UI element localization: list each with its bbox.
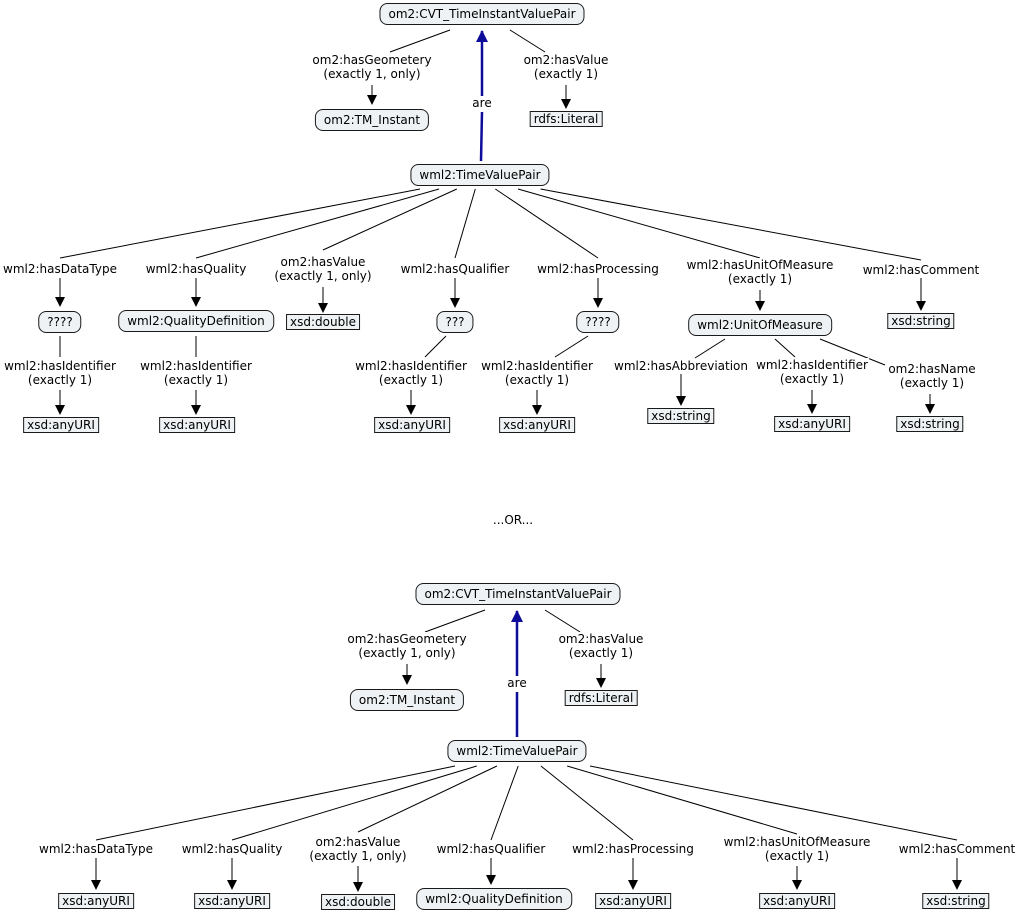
has-data-type-link-label: wml2:hasDataType <box>38 842 154 856</box>
has-identifier-link-label: wml2:hasIdentifier(exactly 1) <box>3 359 117 387</box>
xsd-any-uri-node[interactable]: xsd:anyURI <box>58 893 134 909</box>
connector-line <box>424 335 447 358</box>
has-name-link-label: om2:hasName(exactly 1) <box>887 362 977 390</box>
unit-of-measure-node[interactable]: wml2:UnitOfMeasure <box>688 314 832 336</box>
has-value-link-label: om2:hasValue(exactly 1) <box>557 632 645 660</box>
xsd-string-comment-node[interactable]: xsd:string <box>887 313 955 329</box>
connector-line <box>554 335 589 358</box>
xsd-any-uri-node[interactable]: xsd:anyURI <box>774 416 850 432</box>
unknown-processing-node[interactable]: ???? <box>576 311 620 333</box>
connector-line <box>490 765 519 841</box>
has-identifier-link-label: wml2:hasIdentifier(exactly 1) <box>139 359 253 387</box>
connector-line <box>357 765 498 833</box>
has-data-type-link-label: wml2:hasDataType <box>2 262 118 276</box>
connector-line <box>322 188 458 251</box>
connector-line <box>389 29 451 53</box>
connector-line <box>589 765 958 841</box>
connector-line <box>819 338 886 366</box>
has-qualifier-link-label: wml2:hasQualifier <box>435 842 547 856</box>
xsd-string-comment-node[interactable]: xsd:string <box>922 893 990 909</box>
has-identifier-link-label: wml2:hasIdentifier(exactly 1) <box>480 359 594 387</box>
has-identifier-link-label: wml2:hasIdentifier(exactly 1) <box>354 359 468 387</box>
has-processing-link-label: wml2:hasProcessing <box>571 842 695 856</box>
has-geometry-link-label: om2:hasGeometery(exactly 1, only) <box>311 53 433 81</box>
has-comment-link-label: wml2:hasComment <box>897 842 1017 856</box>
connector-line <box>95 765 456 841</box>
has-geometry-link-label: om2:hasGeometery(exactly 1, only) <box>346 632 468 660</box>
xsd-any-uri-node[interactable]: xsd:anyURI <box>499 417 575 433</box>
xsd-string-abbreviation-node[interactable]: xsd:string <box>647 408 715 424</box>
xsd-double-node[interactable]: xsd:double <box>321 894 395 910</box>
connector-line <box>231 765 477 841</box>
has-unit-of-measure-link-label: wml2:hasUnitOfMeasure(exactly 1) <box>722 835 872 863</box>
has-quality-link-label: wml2:hasQuality <box>180 842 284 856</box>
quality-definition-node[interactable]: wml2:QualityDefinition <box>118 310 274 332</box>
xsd-any-uri-node[interactable]: xsd:anyURI <box>374 417 450 433</box>
or-separator: ...OR... <box>492 513 534 527</box>
are-link-label: are <box>471 96 493 110</box>
tm-instant-node[interactable]: om2:TM_Instant <box>349 689 465 711</box>
quality-definition-node[interactable]: wml2:QualityDefinition <box>416 888 572 910</box>
has-processing-link-label: wml2:hasProcessing <box>536 262 660 276</box>
xsd-any-uri-node[interactable]: xsd:anyURI <box>759 893 835 909</box>
connector-line <box>424 609 486 633</box>
xsd-any-uri-node[interactable]: xsd:anyURI <box>595 893 671 909</box>
xsd-any-uri-node[interactable]: xsd:anyURI <box>159 417 235 433</box>
has-value-link-label: om2:hasValue(exactly 1) <box>522 53 610 81</box>
has-value-link-label: om2:hasValue(exactly 1, only) <box>308 835 408 863</box>
time-value-pair-node[interactable]: wml2:TimeValuePair <box>410 164 550 186</box>
connector-line <box>517 188 761 259</box>
connector-line <box>567 765 798 835</box>
rdfs-literal-node[interactable]: rdfs:Literal <box>529 111 603 127</box>
connector-line <box>540 765 634 841</box>
unknown-data-type-node[interactable]: ???? <box>38 311 82 333</box>
time-value-pair-node[interactable]: wml2:TimeValuePair <box>447 740 587 762</box>
has-unit-of-measure-link-label: wml2:hasUnitOfMeasure(exactly 1) <box>685 258 835 286</box>
has-identifier-link-label: wml2:hasIdentifier(exactly 1) <box>755 358 869 386</box>
has-abbreviation-link-label: wml2:hasAbbreviation <box>613 359 749 373</box>
rdfs-literal-node[interactable]: rdfs:Literal <box>564 690 638 706</box>
connector-line <box>495 188 599 259</box>
xsd-any-uri-node[interactable]: xsd:anyURI <box>194 893 270 909</box>
xsd-any-uri-node[interactable]: xsd:anyURI <box>23 417 99 433</box>
connector-line <box>540 188 922 261</box>
are-link-line <box>479 111 484 162</box>
connector-line <box>454 188 476 259</box>
cvt-time-instant-value-pair-node[interactable]: om2:CVT_TimeInstantValuePair <box>415 583 621 605</box>
connector-line <box>59 188 421 259</box>
tm-instant-node[interactable]: om2:TM_Instant <box>314 109 430 131</box>
has-quality-link-label: wml2:hasQuality <box>144 262 248 276</box>
xsd-double-node[interactable]: xsd:double <box>286 314 360 330</box>
xsd-string-name-node[interactable]: xsd:string <box>896 416 964 432</box>
connector-line <box>509 29 546 53</box>
connector-line <box>195 188 440 259</box>
unknown-qualifier-node[interactable]: ??? <box>436 311 474 333</box>
has-qualifier-link-label: wml2:hasQualifier <box>399 262 511 276</box>
has-comment-link-label: wml2:hasComment <box>861 263 981 277</box>
are-link-label: are <box>506 676 528 690</box>
connector-line <box>694 338 726 359</box>
connector-line <box>774 338 796 358</box>
connector-line <box>544 609 581 633</box>
has-value-link-label: om2:hasValue(exactly 1, only) <box>273 255 373 283</box>
cvt-time-instant-value-pair-node[interactable]: om2:CVT_TimeInstantValuePair <box>379 3 585 25</box>
